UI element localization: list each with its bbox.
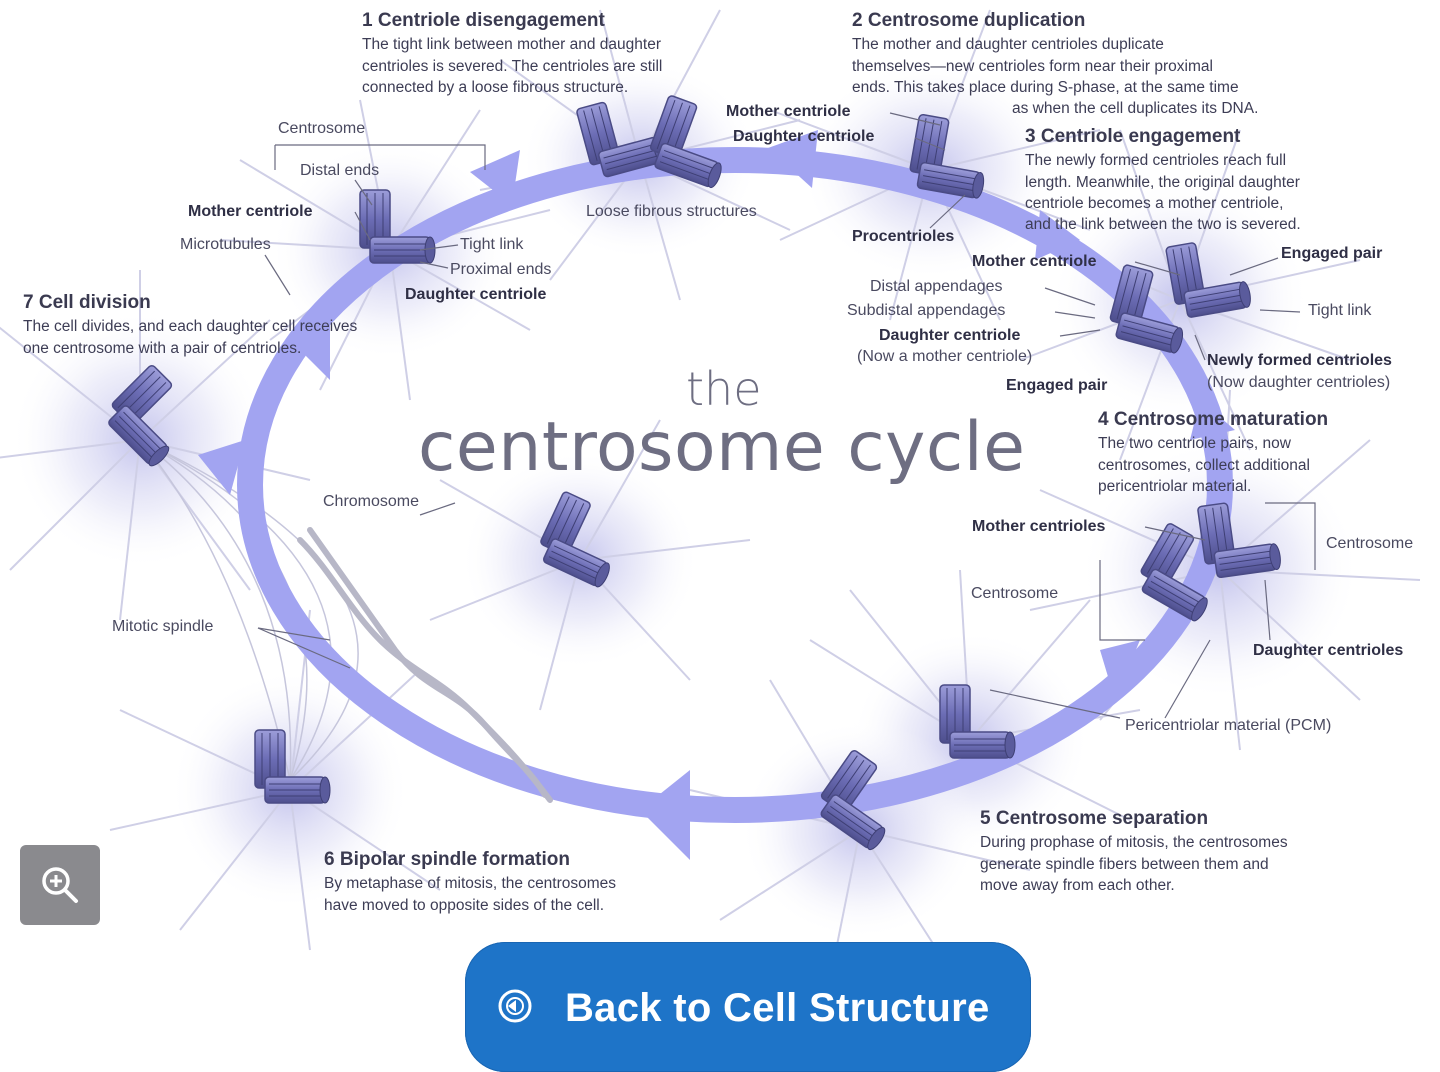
step-5-line: During prophase of mitosis, the centroso…: [980, 834, 1288, 852]
label-chromosome: Chromosome: [323, 493, 420, 510]
step-5-heading: 5 Centrosome separation: [980, 808, 1209, 829]
step-7-line: The cell divides, and each daughter cell…: [23, 318, 358, 336]
step-3-line: centriole becomes a mother centriole,: [1025, 194, 1284, 212]
label-procentrioles: Procentrioles: [852, 228, 955, 245]
step-2: 2 Centrosome duplication The mother and …: [852, 8, 1258, 120]
label-mother-centriole: Mother centriole: [726, 103, 851, 120]
step-7-line: one centrosome with a pair of centrioles…: [23, 339, 302, 357]
step-6-line: By metaphase of mitosis, the centrosomes: [324, 875, 617, 893]
chromosome-shape: [297, 527, 553, 803]
step-3-line: and the link between the two is severed.: [1025, 216, 1301, 234]
step-6-heading: 6 Bipolar spindle formation: [324, 849, 570, 870]
label-daughter-centrioles: Daughter centrioles: [1253, 642, 1404, 659]
label-proximal-ends: Proximal ends: [450, 261, 552, 278]
step-5: 5 Centrosome separation During prophase …: [980, 806, 1288, 896]
zoom-in-icon: [42, 867, 78, 903]
label-engaged-pair: Engaged pair: [1006, 377, 1108, 394]
step-2-line: ends. This takes place during S-phase, a…: [852, 78, 1239, 96]
label-pericentriolar-material: Pericentriolar material (PCM): [1125, 717, 1332, 734]
label-centrosome: Centrosome: [278, 120, 366, 137]
label-centrosome: Centrosome: [971, 585, 1059, 602]
step-4-line: The two centriole pairs, now: [1098, 435, 1291, 453]
diagram-title: centrosome cycle: [418, 408, 1026, 487]
label-daughter-centriole: Daughter centriole: [405, 286, 547, 303]
label-now-daughter-centrioles: (Now daughter centrioles): [1207, 374, 1391, 391]
step-6-line: have moved to opposite sides of the cell…: [324, 896, 605, 914]
cycle-ring: [198, 130, 1235, 860]
label-distal-ends: Distal ends: [300, 162, 380, 179]
back-button-label: Back to Cell Structure: [565, 986, 990, 1030]
circle-arrow-icon: [498, 989, 532, 1023]
label-engaged-pair: Engaged pair: [1281, 245, 1383, 262]
step-3-line: The newly formed centrioles reach full: [1025, 152, 1287, 170]
label-subdistal-appendages: Subdistal appendages: [847, 302, 1006, 319]
label-newly-formed-centrioles: Newly formed centrioles: [1207, 352, 1392, 369]
step-2-line: themselves—new centrioles form near thei…: [852, 57, 1213, 75]
diagram-artwork: [0, 9, 1421, 981]
label-mother-centriole: Mother centriole: [188, 203, 313, 220]
label-centrosome: Centrosome: [1326, 535, 1414, 552]
step-3-heading: 3 Centriole engagement: [1025, 126, 1241, 147]
step-4-line: centrosomes, collect additional: [1098, 456, 1310, 474]
step-1: 1 Centriole disengagement The tight link…: [362, 8, 662, 98]
step-3-line: length. Meanwhile, the original daughter: [1025, 173, 1300, 191]
step-4-heading: 4 Centrosome maturation: [1098, 409, 1329, 430]
label-tight-link: Tight link: [460, 236, 524, 253]
diagram-title-small: the: [686, 362, 762, 416]
step-2-line: as when the cell duplicates its DNA.: [1012, 100, 1259, 118]
step-1-line: The tight link between mother and daught…: [362, 36, 661, 54]
label-loose-fibrous-structures: Loose fibrous structures: [586, 203, 757, 220]
step-5-line: generate spindle fibers between them and: [980, 855, 1269, 873]
label-microtubules: Microtubules: [180, 236, 271, 253]
step-7-heading: 7 Cell division: [23, 292, 151, 313]
step-2-line: The mother and daughter centrioles dupli…: [852, 36, 1164, 54]
back-to-cell-structure-button[interactable]: Back to Cell Structure: [465, 942, 1031, 1072]
label-tight-link: Tight link: [1308, 302, 1372, 319]
step-1-line: connected by a loose fibrous structure.: [362, 78, 629, 96]
label-distal-appendages: Distal appendages: [870, 278, 1003, 295]
leader-lines: [257, 112, 1316, 719]
step-4: 4 Centrosome maturation The two centriol…: [1098, 407, 1328, 497]
label-mitotic-spindle: Mitotic spindle: [112, 618, 214, 635]
step-1-line: centrioles is severed. The centrioles ar…: [362, 57, 663, 75]
step-1-heading: 1 Centriole disengagement: [362, 10, 605, 31]
zoom-button[interactable]: [20, 845, 100, 925]
centrosome-cycle-diagram: 1 Centriole disengagement The tight link…: [0, 8, 1421, 981]
label-now-mother-centriole: (Now a mother centriole): [857, 348, 1033, 365]
step-4-line: pericentriolar material.: [1098, 477, 1252, 495]
step-6: 6 Bipolar spindle formation By metaphase…: [324, 847, 616, 916]
step-3: 3 Centriole engagement The newly formed …: [1025, 124, 1301, 236]
label-daughter-centriole: Daughter centriole: [879, 327, 1021, 344]
label-daughter-centriole: Daughter centriole: [733, 128, 875, 145]
label-mother-centriole: Mother centriole: [972, 253, 1097, 270]
step-2-heading: 2 Centrosome duplication: [852, 10, 1086, 31]
step-5-line: move away from each other.: [980, 876, 1175, 894]
step-7: 7 Cell division The cell divides, and ea…: [23, 290, 357, 359]
label-mother-centrioles: Mother centrioles: [972, 518, 1106, 535]
